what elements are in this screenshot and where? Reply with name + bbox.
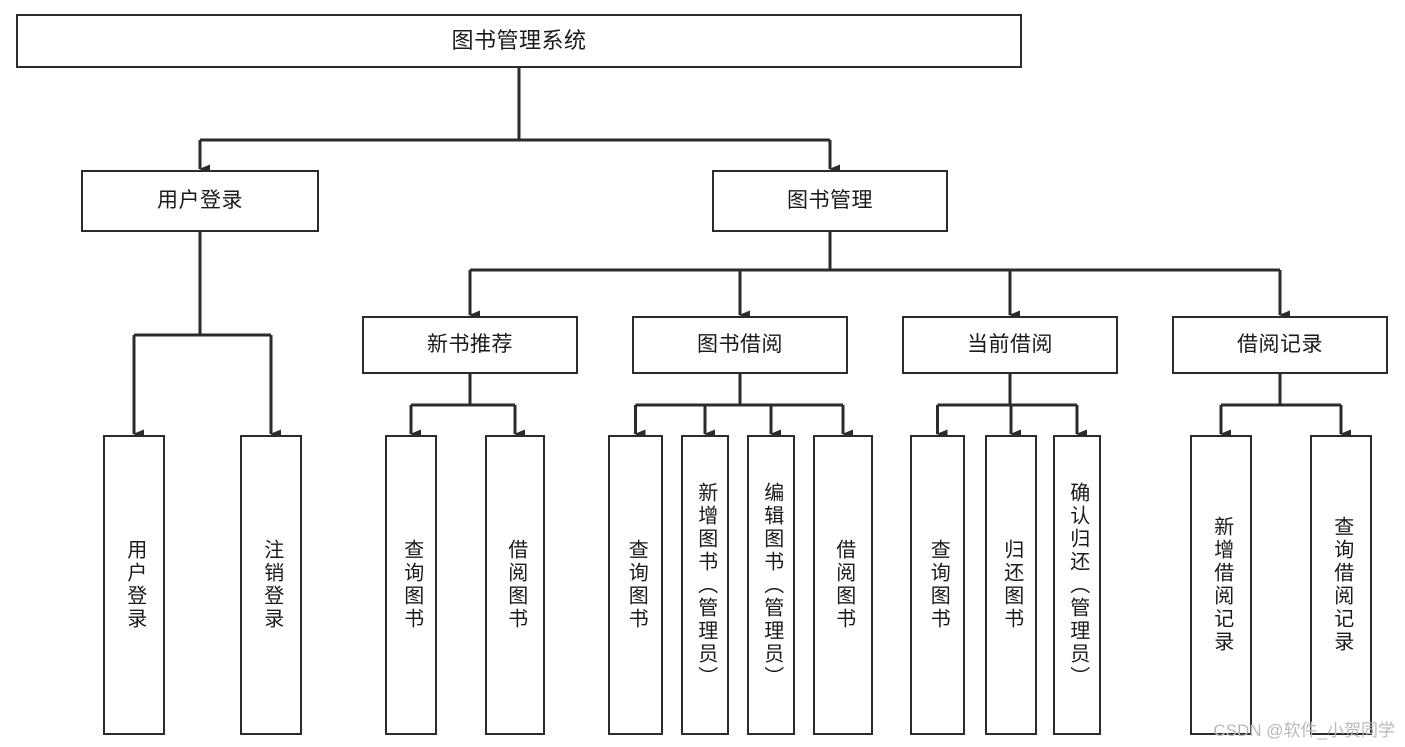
node-leaf-bb-borrow[interactable]: 借阅图书 — [813, 435, 873, 735]
node-label: 借阅图书 — [504, 539, 527, 631]
node-leaf-bb-add[interactable]: 新增图书（管理员） — [681, 435, 729, 735]
node-label: 新书推荐 — [427, 332, 513, 356]
node-records[interactable]: 借阅记录 — [1172, 316, 1388, 374]
node-label: 用户登录 — [123, 539, 146, 631]
node-login[interactable]: 用户登录 — [81, 170, 319, 232]
node-label: 归还图书 — [1000, 539, 1023, 631]
node-label: 查询图书 — [400, 539, 423, 631]
node-label: 确认归还（管理员） — [1066, 481, 1089, 689]
node-bookmgmt[interactable]: 图书管理 — [712, 170, 948, 232]
node-leaf-cb-return[interactable]: 归还图书 — [985, 435, 1037, 735]
node-root[interactable]: 图书管理系统 — [16, 14, 1022, 68]
node-newbook[interactable]: 新书推荐 — [362, 316, 578, 374]
node-leaf-cb-confirm[interactable]: 确认归还（管理员） — [1053, 435, 1101, 735]
node-leaf-nb-query[interactable]: 查询图书 — [385, 435, 437, 735]
node-label: 借阅图书 — [832, 539, 855, 631]
node-leaf-bb-edit[interactable]: 编辑图书（管理员） — [747, 435, 795, 735]
node-label: 图书管理 — [787, 188, 873, 212]
watermark-text: CSDN @软件_小贺同学 — [1213, 721, 1395, 740]
node-label: 用户登录 — [157, 188, 243, 212]
node-leaf-rec-add[interactable]: 新增借阅记录 — [1190, 435, 1252, 735]
node-label: 查询图书 — [927, 539, 950, 631]
node-label: 当前借阅 — [967, 332, 1053, 356]
node-leaf-rec-query[interactable]: 查询借阅记录 — [1310, 435, 1372, 735]
node-label: 查询图书 — [625, 539, 648, 631]
node-label: 注销登录 — [260, 539, 283, 631]
node-borrow[interactable]: 图书借阅 — [632, 316, 848, 374]
node-current[interactable]: 当前借阅 — [902, 316, 1118, 374]
node-label: 查询借阅记录 — [1330, 516, 1353, 654]
connector-lines — [132, 68, 1351, 439]
node-label: 图书借阅 — [697, 332, 783, 356]
node-label: 编辑图书（管理员） — [760, 481, 783, 689]
node-label: 新增图书（管理员） — [694, 481, 717, 689]
node-leaf-cb-query[interactable]: 查询图书 — [910, 435, 965, 735]
node-leaf-user-logout[interactable]: 注销登录 — [240, 435, 302, 735]
node-label: 图书管理系统 — [451, 27, 587, 53]
node-label: 新增借阅记录 — [1210, 516, 1233, 654]
node-leaf-nb-borrow[interactable]: 借阅图书 — [485, 435, 545, 735]
node-label: 借阅记录 — [1237, 332, 1323, 356]
node-leaf-user-login[interactable]: 用户登录 — [103, 435, 165, 735]
node-leaf-bb-query[interactable]: 查询图书 — [608, 435, 663, 735]
